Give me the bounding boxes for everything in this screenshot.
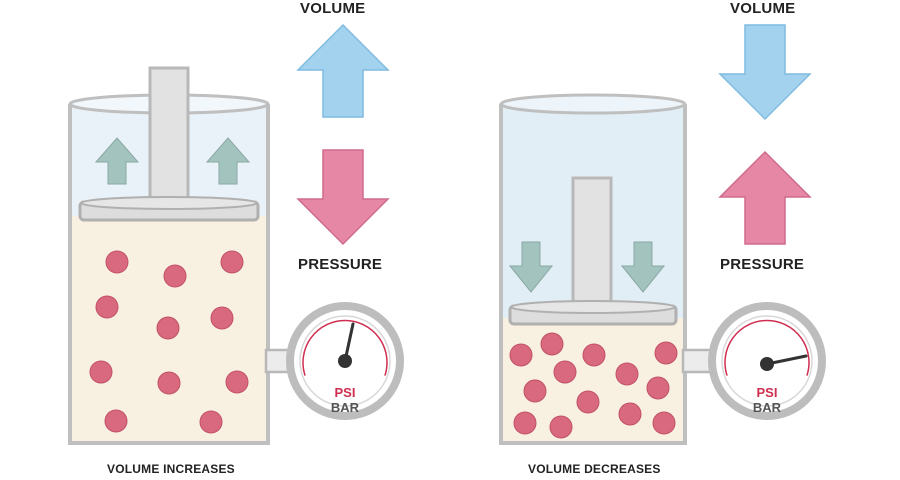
left-pressure-gauge: PSI BAR xyxy=(264,302,404,420)
particle xyxy=(654,341,678,365)
left-small-up-arrow-1 xyxy=(94,137,140,185)
particle xyxy=(646,376,670,400)
right-pressure-gauge: PSI BAR xyxy=(681,302,826,420)
particle xyxy=(509,343,533,367)
right-pressure-label: PRESSURE xyxy=(720,256,805,273)
particle xyxy=(104,409,128,433)
particle xyxy=(95,295,119,319)
right-small-down-arrow-2 xyxy=(620,241,666,293)
particle xyxy=(553,360,577,384)
right-particles xyxy=(509,332,678,439)
right-cylinder-rim xyxy=(499,93,687,115)
right-caption: VOLUME DECREASES xyxy=(528,462,661,476)
particle xyxy=(513,411,537,435)
left-volume-up-arrow xyxy=(296,23,390,118)
left-gauge-unit-psi: PSI xyxy=(335,385,356,400)
left-volume-label: VOLUME xyxy=(300,0,366,17)
right-piston-rod xyxy=(571,176,613,312)
particle xyxy=(199,410,223,434)
left-gauge-hub xyxy=(338,354,352,368)
particle xyxy=(615,362,639,386)
particle xyxy=(549,415,573,439)
particle xyxy=(210,306,234,330)
left-pressure-down-arrow xyxy=(296,149,390,246)
left-cylinder xyxy=(68,66,270,445)
particle xyxy=(220,250,244,274)
right-gauge-unit-psi: PSI xyxy=(757,385,778,400)
right-gauge-hub xyxy=(760,357,774,371)
particle xyxy=(540,332,564,356)
left-caption: VOLUME INCREASES xyxy=(107,462,235,476)
right-cylinder xyxy=(499,93,687,445)
right-gauge-unit-bar: BAR xyxy=(753,400,782,415)
right-volume-label: VOLUME xyxy=(730,0,796,17)
particle xyxy=(652,411,676,435)
left-piston-rod xyxy=(148,66,190,210)
left-small-up-arrow-2 xyxy=(205,137,251,185)
particle xyxy=(105,250,129,274)
particle xyxy=(157,371,181,395)
right-pressure-up-arrow xyxy=(718,150,812,245)
particle xyxy=(582,343,606,367)
left-gauge-unit-bar: BAR xyxy=(331,400,360,415)
right-small-down-arrow-1 xyxy=(508,241,554,293)
particle xyxy=(523,379,547,403)
particle xyxy=(225,370,249,394)
particle xyxy=(89,360,113,384)
particle xyxy=(618,402,642,426)
left-particles xyxy=(89,250,249,434)
left-pressure-label: PRESSURE xyxy=(298,256,383,273)
particle xyxy=(156,316,180,340)
particle xyxy=(163,264,187,288)
right-volume-down-arrow xyxy=(718,24,812,121)
particle xyxy=(576,390,600,414)
